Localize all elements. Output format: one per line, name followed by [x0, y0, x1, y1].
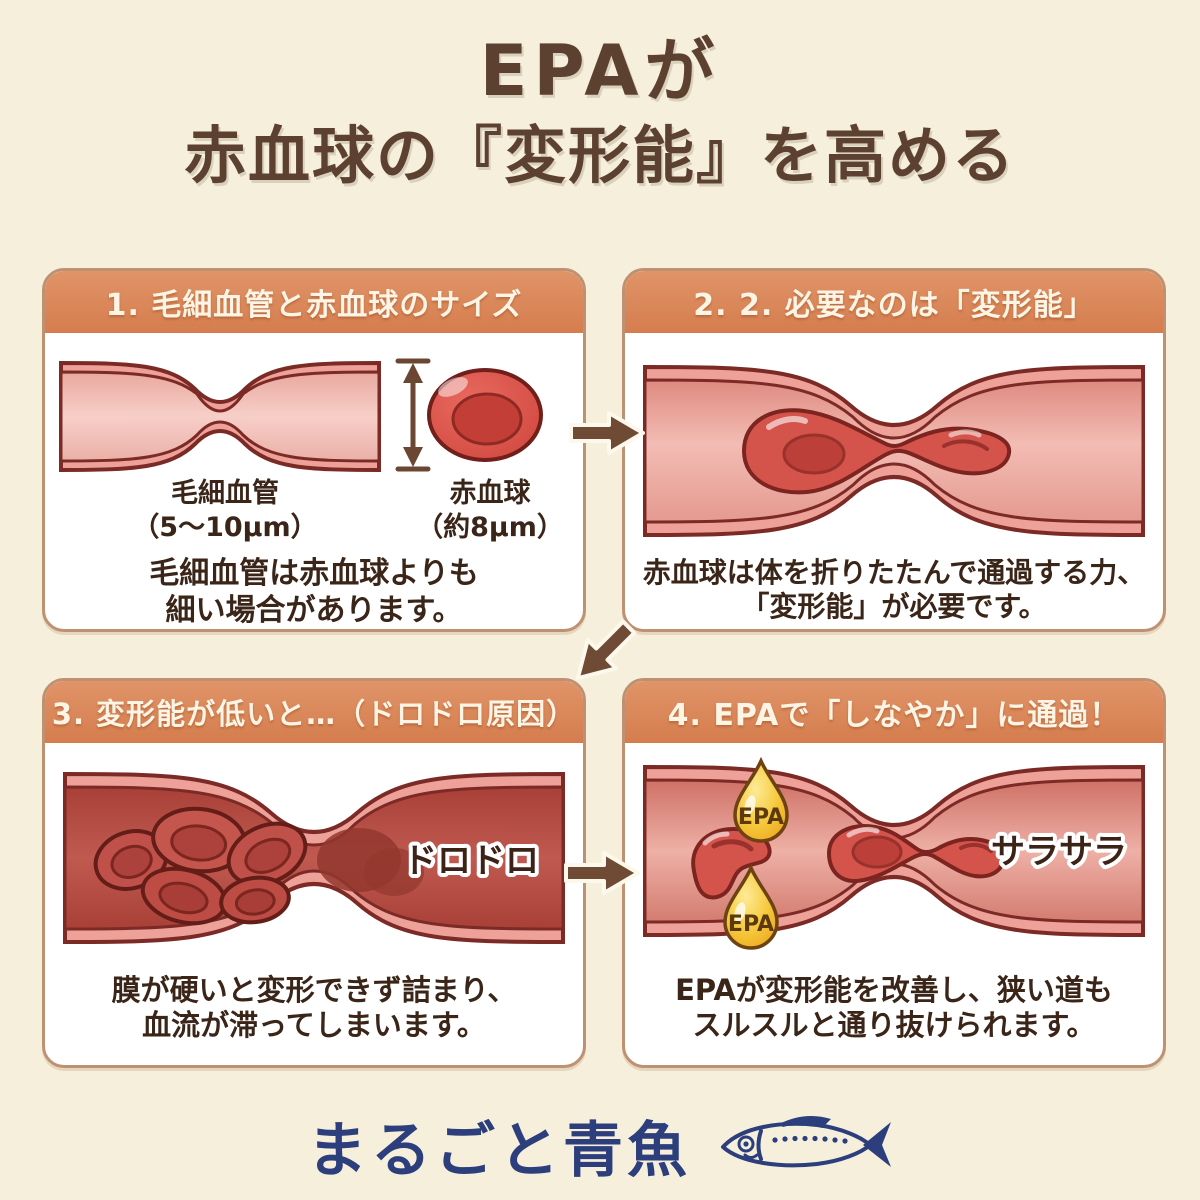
capillary-label: 毛細血管 （5〜10μm）: [132, 478, 318, 543]
epa-droplet-icon: EPA: [723, 863, 779, 950]
sara-sara-label: サラサラ: [991, 832, 1127, 872]
rbc-label: 赤血球 （約8μm）: [416, 478, 564, 543]
folded-red-blood-cell: [691, 826, 772, 900]
epa-droplet-icon: EPA: [733, 756, 789, 843]
arrow-diagonal-2-to-3-icon: [575, 619, 637, 681]
title-line-2: 赤血球の『変形能』を高める: [183, 118, 1016, 192]
panel-4-header: 4. EPAで「しなやか」に通過！: [625, 681, 1163, 743]
stiff-red-blood-cells: [93, 806, 308, 926]
diameter-arrow-icon: [395, 358, 431, 472]
panel-1-header: 1. 毛細血管と赤血球のサイズ: [45, 271, 583, 333]
sludge-blob: [317, 828, 424, 896]
panel-deformability-needed: 2. 2. 必要なのは「変形能」 赤血球は体を折りたたんで通過する力、 「変形能…: [622, 268, 1166, 632]
doro-doro-label: ドロドロ: [403, 841, 539, 881]
panel-2-header: 2. 2. 必要なのは「変形能」: [625, 271, 1163, 333]
panel-3-caption: 膜が硬いと変形できず詰まり、 血流が滞ってしまいます。: [111, 973, 517, 1043]
deformed-red-blood-cell: [741, 408, 1012, 495]
fish-icon: [721, 1115, 891, 1168]
title-line-1: EPAが: [479, 30, 721, 112]
panel-1-caption: 毛細血管は赤血球よりも 細い場合があります。: [149, 556, 479, 628]
stretched-red-blood-cell: [826, 824, 1006, 884]
panel-capillary-size: 1. 毛細血管と赤血球のサイズ 毛細血管 （5〜10μm） 赤血球 （約8μm）…: [42, 268, 586, 632]
deforming-rbc-illustration: [643, 364, 1145, 538]
panel-2-caption: 赤血球は体を折りたたんで通過する力、 「変形能」が必要です。: [642, 556, 1146, 624]
page-title: EPAが 赤血球の『変形能』を高める: [0, 30, 1200, 192]
brand-name: まるごと青魚: [307, 1115, 691, 1186]
capillary-and-rbc-illustration: [59, 358, 543, 473]
epa-droplet-label: EPA: [738, 805, 784, 830]
footer-brand: まるごと青魚: [0, 1095, 1200, 1195]
panel-low-deformability: 3. 変形能が低いと…（ドロドロ原因） ドロドロ 膜が硬いと変形できず詰まり、 …: [42, 678, 586, 1068]
capillary-vessel: [59, 360, 381, 473]
red-blood-cell: [427, 368, 543, 462]
clogged-vessel-illustration: ドロドロ: [63, 771, 565, 945]
arrow-right-1-to-2-icon: [569, 411, 645, 455]
epa-smooth-flow-illustration: EPA EPA サラサラ: [643, 756, 1145, 950]
panel-4-caption: EPAが変形能を改善し、狭い道も スルスルと通り抜けられます。: [675, 973, 1113, 1043]
arrow-right-3-to-4-icon: [564, 851, 640, 895]
panel-3-header: 3. 変形能が低いと…（ドロドロ原因）: [45, 681, 583, 743]
epa-droplet-label: EPA: [728, 912, 774, 937]
panel-epa-smooth-passage: 4. EPAで「しなやか」に通過！ EPA EPA サラサラ: [622, 678, 1166, 1068]
